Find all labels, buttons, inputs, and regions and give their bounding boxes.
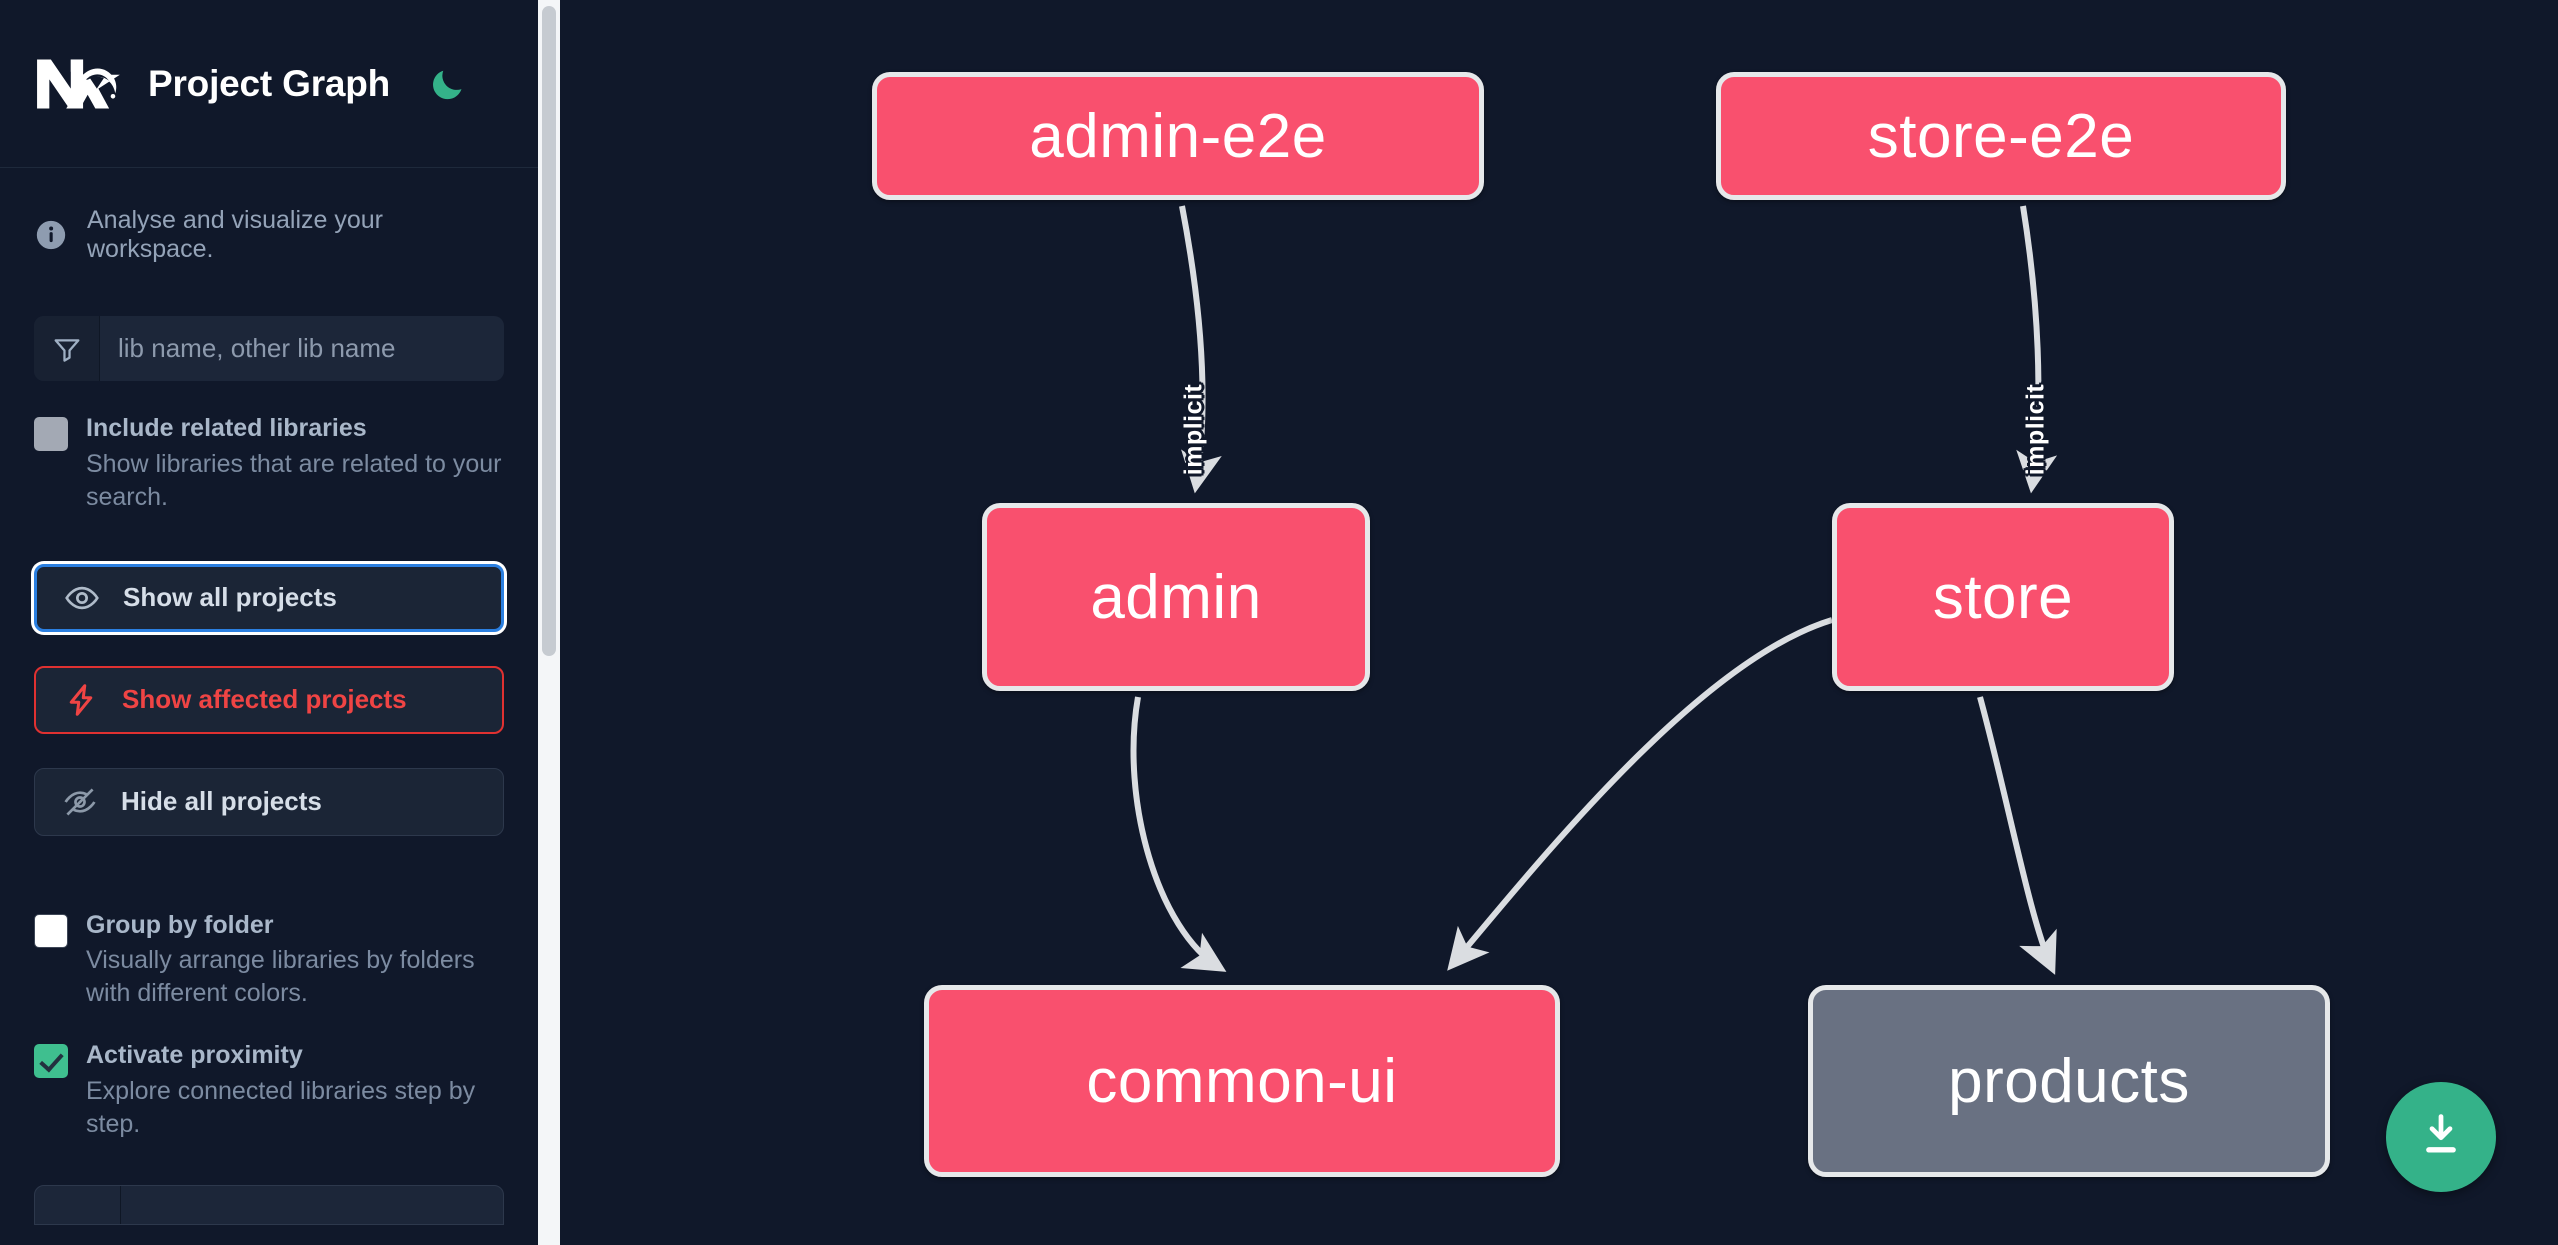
node-label: store-e2e — [1867, 101, 2135, 171]
graph-node-admin[interactable]: admin — [982, 503, 1370, 691]
option-group-by-folder[interactable]: Group by folder Visually arrange librari… — [0, 878, 538, 1011]
tagline-text: Analyse and visualize your workspace. — [87, 206, 383, 263]
info-circle-icon — [34, 218, 68, 252]
node-label: store — [1932, 562, 2074, 632]
nx-logo-icon — [34, 54, 126, 114]
graph-canvas[interactable]: admin-e2e store-e2e admin store common-u… — [560, 0, 2558, 1245]
hide-all-projects-button[interactable]: Hide all projects — [34, 767, 504, 836]
search-input[interactable] — [100, 316, 504, 381]
sidebar-scrollbar-thumb[interactable] — [542, 6, 556, 656]
include-related-libraries-checkbox[interactable] — [34, 417, 68, 451]
lightning-bolt-icon — [62, 681, 100, 719]
download-icon — [2414, 1108, 2468, 1167]
edge-store-products — [1977, 696, 2057, 975]
option-description: Explore connected libraries step by step… — [86, 1076, 476, 1138]
show-all-projects-label: Show all projects — [123, 582, 337, 612]
edge-admin-common-ui — [1130, 696, 1227, 972]
graph-node-common-ui[interactable]: common-ui — [924, 985, 1560, 1177]
node-label: admin-e2e — [1029, 101, 1327, 171]
option-activate-proximity[interactable]: Activate proximity Explore connected lib… — [0, 1010, 538, 1141]
option-label: Group by folder — [86, 910, 274, 939]
option-description: Show libraries that are related to your … — [86, 449, 502, 511]
graph-node-store[interactable]: store — [1832, 503, 2174, 691]
group-by-folder-checkbox[interactable] — [34, 913, 68, 948]
stepper-cell[interactable] — [35, 1185, 121, 1224]
edge-store-common-ui — [1447, 617, 1833, 971]
option-include-related-libraries[interactable]: Include related libraries Show libraries… — [0, 381, 538, 514]
sidebar-header: Project Graph — [0, 0, 538, 168]
option-description: Visually arrange libraries by folders wi… — [86, 946, 475, 1007]
edge-store-e2e-store — [2016, 205, 2058, 494]
eye-icon — [63, 579, 101, 617]
graph-edges — [1130, 205, 2058, 975]
filter-funnel-icon — [34, 316, 100, 381]
hide-all-projects-label: Hide all projects — [121, 786, 322, 816]
show-all-projects-button[interactable]: Show all projects — [34, 563, 504, 632]
node-label: common-ui — [1086, 1046, 1398, 1116]
proximity-stepper-control[interactable] — [34, 1184, 504, 1225]
show-affected-projects-button[interactable]: Show affected projects — [34, 665, 504, 734]
eye-off-icon — [61, 783, 99, 821]
activate-proximity-checkbox[interactable] — [34, 1044, 68, 1078]
sidebar-scrollbar[interactable] — [538, 0, 560, 1245]
edge-admin-e2e-admin — [1179, 205, 1222, 494]
sidebar: Project Graph Analyse and visualize your… — [0, 0, 560, 1245]
option-label: Include related libraries — [86, 414, 367, 442]
option-label: Activate proximity — [86, 1041, 303, 1069]
node-label: products — [1948, 1046, 2190, 1116]
tagline: Analyse and visualize your workspace. — [0, 168, 538, 264]
graph-node-products[interactable]: products — [1808, 985, 2330, 1177]
node-label: admin — [1090, 562, 1262, 632]
graph-node-admin-e2e[interactable]: admin-e2e — [872, 72, 1484, 200]
page-title: Project Graph — [148, 62, 391, 104]
graph-node-store-e2e[interactable]: store-e2e — [1716, 72, 2286, 200]
show-affected-projects-label: Show affected projects — [122, 684, 407, 714]
search-field[interactable] — [34, 316, 504, 381]
moon-icon[interactable] — [426, 62, 470, 106]
download-image-button[interactable] — [2386, 1082, 2496, 1192]
